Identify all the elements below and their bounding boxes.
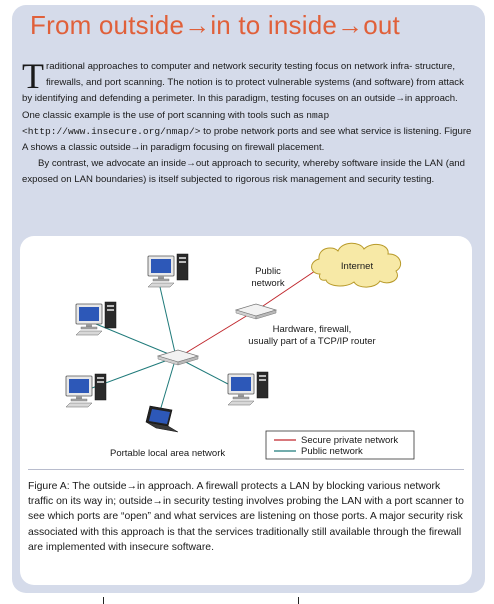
laptop-icon [145, 405, 179, 433]
paragraph-2: By contrast, we advocate an inside→out a… [22, 158, 465, 186]
figure-caption: Figure A: The outside→in approach. A fir… [28, 481, 464, 553]
router-label-1: Hardware, firewall, [273, 324, 352, 335]
caption-divider [28, 469, 464, 470]
computer-icon [147, 253, 189, 288]
firewall-router-icon [235, 303, 277, 320]
lan-label: Portable local area network [110, 448, 225, 459]
secure-links [183, 270, 316, 355]
legend: Secure private network Public network [265, 430, 415, 460]
computer-icon [227, 371, 269, 406]
sidebar-title: From outside→in to inside→out [30, 10, 400, 40]
figure-a: Internet Public network Hardware, firewa… [20, 236, 472, 585]
public-network-label-1: Public [255, 266, 281, 277]
legend-secure-label: Secure private network [301, 435, 398, 446]
internet-label: Internet [341, 261, 374, 272]
crop-mark [103, 597, 104, 604]
router-label-2: usually part of a TCP/IP router [248, 336, 375, 347]
public-network-label-2: network [251, 278, 285, 289]
internet-cloud: Internet [311, 242, 402, 288]
paragraph-1-part-b: to probe network ports and see what serv… [22, 125, 472, 154]
paragraph-1-part-a: raditional approaches to computer and ne… [22, 61, 464, 121]
legend-public-label: Public network [301, 446, 363, 457]
computer-icon [65, 373, 107, 408]
nmap-url: nmap <http://www.insecure.org/nmap/> [22, 109, 330, 137]
crop-mark [298, 597, 299, 604]
drop-cap: T [22, 56, 44, 96]
network-diagram: Internet Public network Hardware, firewa… [65, 242, 415, 460]
